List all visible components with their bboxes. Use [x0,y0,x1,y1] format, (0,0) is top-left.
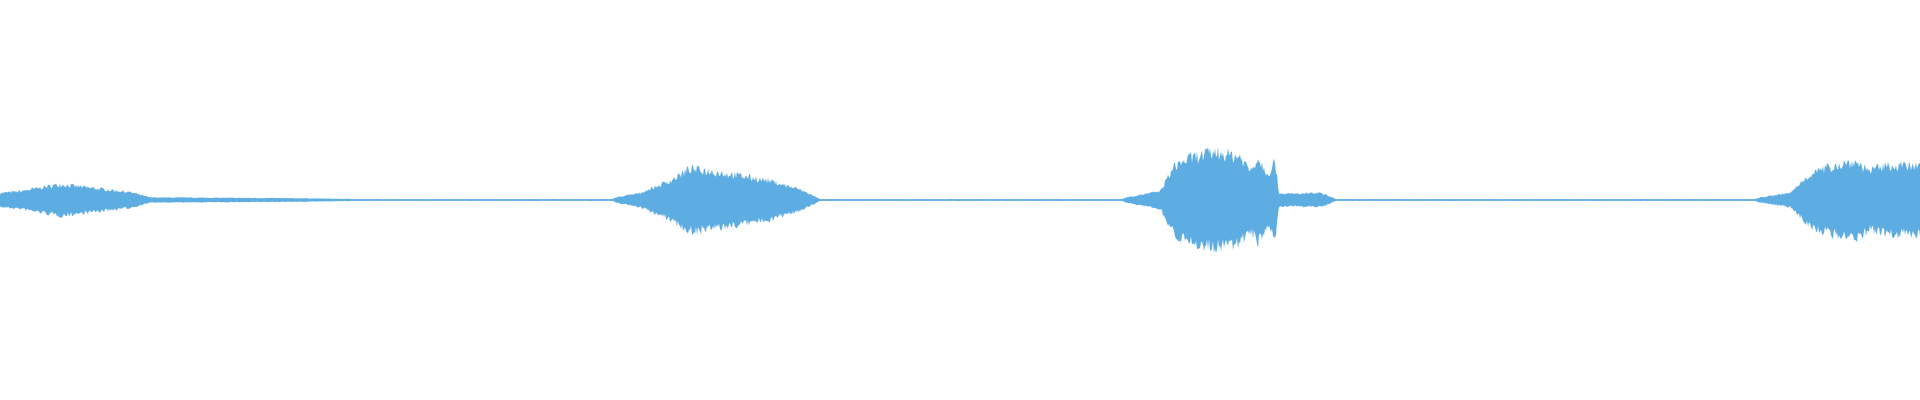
waveform-view[interactable] [0,0,1920,400]
audio-waveform[interactable] [0,0,1920,400]
